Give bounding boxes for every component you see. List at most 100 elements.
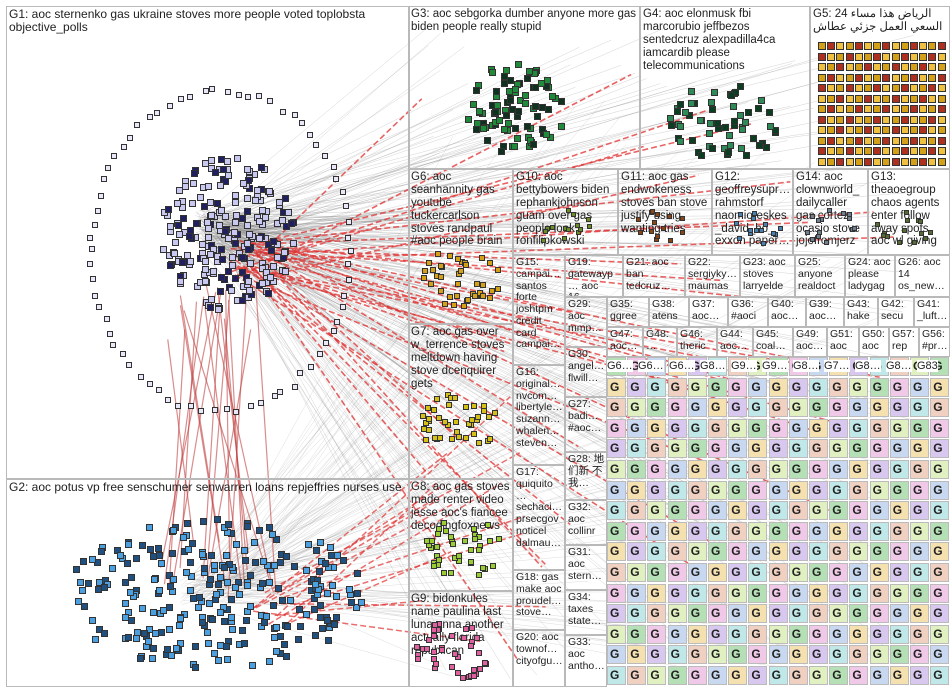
small-group-tile: G (708, 521, 727, 541)
graph-node (167, 583, 175, 591)
graph-node (186, 558, 194, 566)
small-group-tile-label: G (690, 359, 701, 373)
graph-node (145, 524, 153, 532)
graph-node (435, 526, 442, 533)
small-group-tile: G (768, 521, 788, 541)
small-group-tile-label: G (771, 668, 781, 682)
graph-node (462, 538, 469, 545)
graph-node (456, 553, 463, 560)
graph-node (937, 105, 946, 113)
small-group-tile: G (910, 460, 929, 479)
graph-node (145, 637, 153, 645)
graph-node (177, 639, 185, 647)
graph-node (241, 556, 249, 564)
graph-node (900, 52, 909, 61)
graph-node (188, 540, 196, 548)
small-group-tile: G (607, 501, 626, 521)
small-group-tile: G (809, 460, 828, 479)
group-box-g32: G32: aoc collinr… (565, 500, 607, 545)
group-label-g46: G46: theric… (680, 328, 706, 356)
small-group-tile: G (849, 624, 869, 644)
graph-node (306, 132, 313, 139)
small-group-tile: G (930, 460, 950, 479)
graph-node (145, 626, 153, 634)
graph-node (449, 435, 456, 442)
graph-node (210, 245, 218, 253)
graph-node (125, 361, 132, 368)
graph-node (438, 273, 445, 280)
graph-node (900, 136, 909, 145)
graph-node (267, 274, 275, 282)
small-group-tile-label: G (832, 606, 842, 621)
small-group-tile-label: G (711, 565, 721, 579)
graph-node (136, 655, 144, 663)
graph-node (202, 159, 210, 167)
group-label-g57: G57: rep… (892, 328, 915, 356)
small-group-tile: G (647, 501, 667, 521)
graph-node (178, 258, 186, 266)
graph-node (223, 406, 230, 413)
graph-node (96, 625, 104, 633)
small-group-tile: G (869, 377, 889, 397)
graph-node (492, 409, 499, 416)
graph-node (204, 640, 212, 648)
group-box-g42: G42: secu… (878, 297, 914, 327)
graph-node (741, 119, 749, 127)
graph-node (451, 394, 458, 401)
small-group-tile-label: G (852, 420, 862, 435)
small-group-tile-label: G (872, 523, 882, 538)
small-group-label: G9… (762, 360, 788, 372)
small-group-tile-label: G (630, 565, 640, 579)
small-group-tile: G (748, 604, 768, 624)
small-group-tile: G (809, 480, 828, 500)
graph-node (80, 558, 88, 566)
graph-node (216, 609, 224, 617)
graph-node (281, 641, 289, 649)
graph-node (937, 115, 946, 124)
graph-node (845, 84, 854, 92)
small-group-tile: G (869, 521, 889, 541)
graph-node (487, 436, 494, 443)
small-group-tile: G (889, 377, 909, 397)
small-group-tile: G (910, 666, 929, 685)
graph-node (504, 119, 512, 127)
graph-node (882, 126, 891, 134)
graph-node (725, 132, 733, 140)
small-group-tile: G (889, 418, 909, 438)
small-group-tile: G (607, 604, 626, 624)
small-group-tile-label: G (913, 482, 923, 497)
graph-node (191, 643, 199, 651)
graph-node (279, 596, 287, 604)
graph-node (271, 393, 278, 400)
graph-node (565, 208, 571, 214)
graph-node (199, 551, 207, 559)
graph-node (238, 253, 246, 261)
graph-node (224, 267, 232, 275)
small-group-tile: G (809, 645, 828, 665)
graph-node (420, 412, 427, 419)
small-group-tile-label: G (832, 565, 842, 579)
graph-node (331, 163, 338, 170)
small-group-tile: G (788, 418, 808, 438)
small-group-tile-label: G (812, 523, 822, 538)
group-label-g18: G18: gas make aoc proudel… stove… (516, 571, 565, 619)
graph-node (278, 217, 286, 225)
graph-node (435, 414, 442, 421)
small-group-tile: G (627, 439, 647, 459)
graph-node (213, 590, 221, 598)
graph-node (217, 641, 225, 649)
graph-node (486, 413, 493, 420)
graph-node (269, 262, 277, 270)
graph-node (891, 42, 900, 50)
small-group-tile: G (849, 604, 869, 624)
group-box-g6: G6: aoc seanhannity gas youtube tuckerca… (408, 169, 513, 324)
small-group-tile: G (647, 521, 667, 541)
graph-node (476, 107, 484, 115)
small-group-tile-label: G (610, 400, 620, 415)
graph-node (276, 632, 284, 640)
small-group-tile: G (930, 583, 950, 603)
small-group-tile: G (829, 398, 849, 418)
group-label-g29: G29: aoc mmp… (568, 298, 602, 334)
graph-node (762, 144, 770, 152)
small-group-tile-label: G (690, 668, 701, 682)
